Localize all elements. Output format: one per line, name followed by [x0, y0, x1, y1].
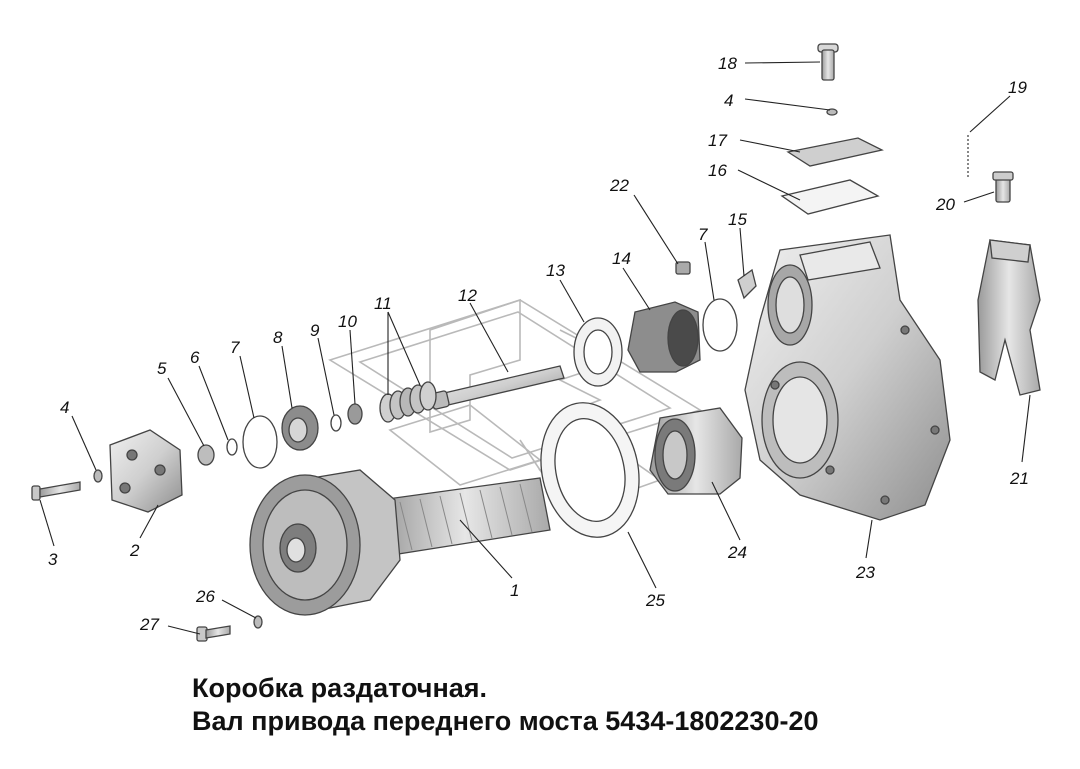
callout-11: 11 — [374, 294, 392, 313]
part-7-ring-right — [702, 298, 738, 352]
part-22-plug — [675, 261, 691, 275]
callout-7-right: 7 — [698, 225, 708, 244]
part-11-spring — [379, 381, 437, 423]
callout-3: 3 — [48, 550, 58, 569]
callout-4-top: 4 — [724, 91, 733, 110]
part-8-bearing — [281, 405, 319, 451]
part-4-washer-top — [826, 108, 838, 116]
part-1-flange-shaft — [249, 469, 551, 616]
callout-6: 6 — [190, 348, 200, 367]
part-15-lock-plate — [737, 268, 757, 300]
part-9-ring — [330, 414, 342, 432]
part-20-bolt — [992, 171, 1014, 203]
callout-22: 22 — [609, 176, 629, 195]
callout-26: 26 — [195, 587, 215, 606]
callout-19: 19 — [1008, 78, 1027, 97]
callout-4-left: 4 — [60, 398, 69, 417]
callout-1: 1 — [510, 581, 519, 600]
leader-lines — [39, 61, 1031, 635]
callout-2: 2 — [129, 541, 140, 560]
callout-13: 13 — [546, 261, 565, 280]
part-12-shaft — [430, 365, 565, 410]
part-3-bolt — [31, 481, 81, 501]
part-27-bolt — [196, 625, 231, 642]
part-14-seal-cup — [627, 301, 701, 373]
callout-5: 5 — [157, 359, 167, 378]
part-5-nut — [197, 444, 215, 466]
caption-line-2: Вал привода переднего моста 5434-1802230… — [192, 706, 819, 736]
part-6-ring — [226, 438, 238, 456]
callout-18: 18 — [718, 54, 737, 73]
callout-17: 17 — [708, 131, 727, 150]
part-7-ring-left — [242, 415, 278, 469]
caption-line-1: Коробка раздаточная. — [192, 673, 488, 703]
part-26-washer — [253, 615, 263, 629]
callout-15: 15 — [728, 210, 747, 229]
part-16-gasket — [780, 179, 880, 215]
part-24-bearing — [649, 407, 743, 495]
part-4-washer-left — [93, 469, 103, 483]
part-17-cover — [786, 137, 884, 167]
callout-8: 8 — [273, 328, 283, 347]
part-21-shift-fork — [977, 239, 1041, 396]
callout-16: 16 — [708, 161, 727, 180]
part-2-cover — [109, 429, 183, 513]
callout-labels: 18 4 17 16 19 20 21 22 15 7 14 13 12 11 … — [48, 54, 1029, 634]
callout-23: 23 — [855, 563, 875, 582]
callout-27: 27 — [139, 615, 159, 634]
callout-12: 12 — [458, 286, 477, 305]
callout-9: 9 — [310, 321, 320, 340]
part-13-gasket — [573, 317, 623, 387]
callout-25: 25 — [645, 591, 665, 610]
callout-7-left: 7 — [230, 338, 240, 357]
part-23-housing — [744, 234, 951, 521]
callout-14: 14 — [612, 249, 631, 268]
callout-24: 24 — [727, 543, 747, 562]
callout-10: 10 — [338, 312, 357, 331]
part-25-gasket — [540, 402, 640, 538]
callout-21: 21 — [1009, 469, 1029, 488]
callout-20: 20 — [935, 195, 955, 214]
part-18-bolt — [817, 43, 839, 81]
part-10-washer — [347, 403, 363, 425]
